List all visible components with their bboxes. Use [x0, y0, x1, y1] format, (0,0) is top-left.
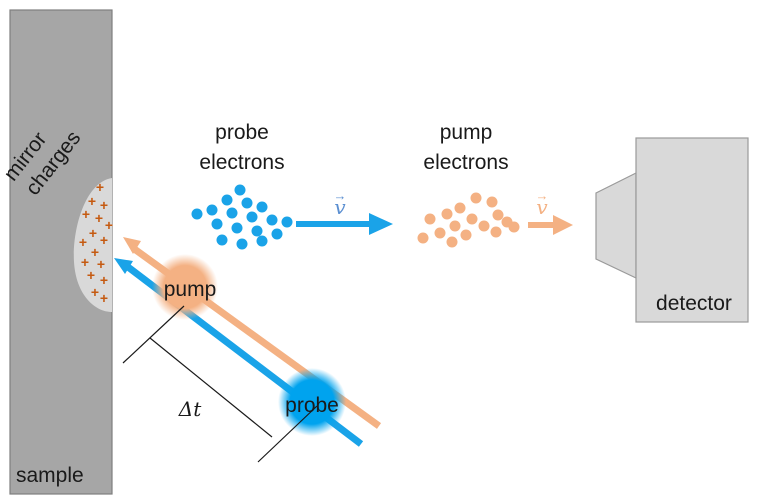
sample-label: sample [16, 464, 84, 487]
plus-charge: + [95, 210, 103, 226]
electron-dot [216, 234, 228, 246]
electron-dot [221, 194, 233, 206]
electron-dot [434, 227, 446, 239]
pump-velocity-arrow [528, 215, 573, 235]
plus-charge: + [87, 267, 95, 283]
probe-pulse-label: probe [285, 394, 339, 417]
probe-electron-cluster [191, 184, 293, 250]
delay-label: Δt [178, 397, 202, 421]
electron-dot [417, 232, 429, 244]
electron-dot [478, 220, 490, 232]
electron-dot [466, 213, 478, 225]
electron-dot [441, 208, 453, 220]
electron-dot [241, 197, 253, 209]
electron-dot [266, 214, 278, 226]
pump-pulse [152, 254, 218, 320]
electron-dot [206, 204, 218, 216]
detector-body [635, 137, 749, 323]
electron-dot [490, 226, 502, 238]
pump-electrons-label-line2: electrons [423, 151, 508, 174]
electron-dot [226, 207, 238, 219]
plus-charge: + [105, 217, 113, 233]
velocity-vector-blue: → [334, 188, 347, 203]
electron-dot [492, 209, 504, 221]
electron-dot [446, 236, 458, 248]
electron-dot [256, 201, 268, 213]
electron-dot [251, 225, 263, 237]
probe-electrons-label-line1: probe [215, 121, 269, 144]
probe-pulse [278, 368, 346, 436]
plus-charge: + [82, 206, 90, 222]
plus-charge: + [91, 244, 99, 260]
electron-dot [460, 229, 472, 241]
plus-charge: + [81, 254, 89, 270]
electron-dot [486, 196, 498, 208]
velocity-label-blue: v [334, 195, 346, 219]
delay-bracket [122, 305, 318, 463]
electron-dot [470, 192, 482, 204]
electron-dot [236, 238, 248, 250]
plus-charge: + [88, 193, 96, 209]
electron-dot [231, 222, 243, 234]
electron-dot [256, 235, 268, 247]
electron-dot [449, 220, 461, 232]
electron-dot [424, 213, 436, 225]
probe-electrons-label-line2: electrons [199, 151, 284, 174]
plus-charge: + [89, 225, 97, 241]
electron-dot [191, 208, 203, 220]
mirror-charges: ++++++++++++++++ [79, 179, 113, 306]
detector [595, 137, 749, 323]
velocity-label-orange: v [536, 195, 548, 219]
probe-velocity-arrow [296, 213, 393, 235]
plus-charge: + [79, 234, 87, 250]
pump-electron-cluster [417, 192, 520, 248]
plus-charge: + [100, 197, 108, 213]
electron-dot [281, 216, 293, 228]
detector-funnel [595, 172, 637, 279]
plus-charge: + [91, 284, 99, 300]
electron-dot [271, 228, 283, 240]
electron-dot [211, 218, 223, 230]
electron-dot [234, 184, 246, 196]
pump-electrons-label-line1: pump [440, 121, 493, 144]
plus-charge: + [96, 179, 104, 195]
mirror-charge-region [73, 178, 112, 312]
plus-charge: + [100, 272, 108, 288]
pump-pulse-label: pump [164, 278, 217, 301]
velocity-vector-orange: → [536, 188, 549, 203]
plus-charge: + [97, 256, 105, 272]
detector-label: detector [656, 292, 732, 315]
plus-charge: + [100, 290, 108, 306]
electron-dot [508, 221, 520, 233]
plus-charge: + [100, 232, 108, 248]
electron-dot [246, 211, 258, 223]
electron-dot [454, 202, 466, 214]
